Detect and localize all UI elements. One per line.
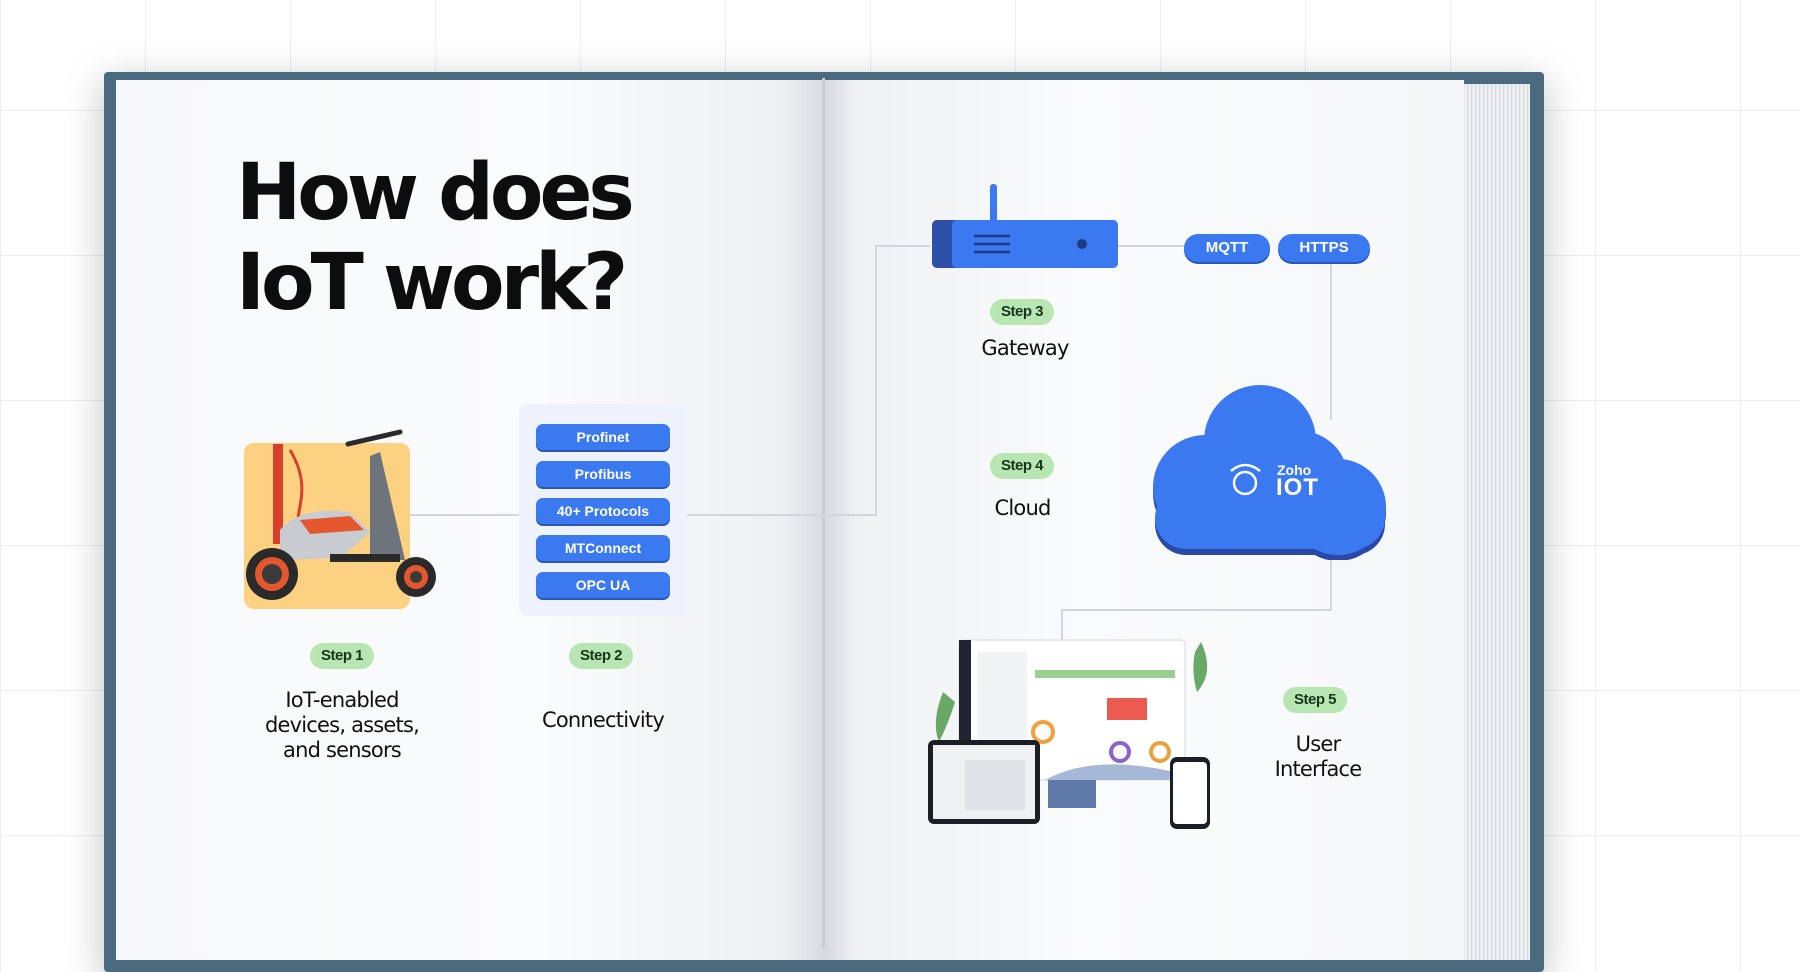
step-1-label-line: IoT-enabled (285, 688, 399, 712)
step-4-badge: Step 4 (990, 453, 1055, 479)
title-line-1: How does (236, 148, 635, 238)
protocol-https: HTTPS (1278, 234, 1370, 262)
protocol-mtconnect: MTConnect (536, 535, 670, 561)
page-title: How does IoT work? (236, 148, 635, 328)
title-line-2: IoT work? (236, 238, 628, 328)
step-5-badge: Step 5 (1283, 687, 1348, 713)
step-5-label-line: User (1295, 732, 1341, 756)
step-2-label: Connectivity (542, 708, 665, 732)
iot-brand-text: IOT (1276, 474, 1319, 501)
protocol-opc-ua: OPC UA (536, 572, 670, 598)
step-4-label: Cloud (994, 496, 1052, 520)
step-2-badge: Step 2 (569, 643, 634, 669)
protocol-profinet: Profinet (536, 424, 670, 450)
step-5-label-line: Interface (1274, 757, 1363, 781)
step-3-badge: Step 3 (990, 299, 1055, 325)
book-left-page (116, 80, 824, 960)
cloud-icon (1153, 385, 1386, 560)
flow-connector-lines (410, 245, 1332, 640)
connector-cloud-ui (1061, 555, 1332, 640)
zoho-brand-text: Zoho (1277, 462, 1312, 478)
protocol-mqtt: MQTT (1184, 234, 1270, 262)
step-1-label-line: and sensors (283, 738, 402, 762)
book-page-edges (1464, 84, 1530, 960)
gateway-router-icon (932, 184, 1118, 268)
scooter-icon (246, 429, 436, 600)
step-3-label: Gateway (981, 336, 1069, 360)
step-1-label: IoT-enabled devices, assets, and sensors (232, 688, 452, 763)
connector-step2-step3 (687, 245, 930, 516)
book-spine (822, 78, 825, 948)
step-5-label: User Interface (1238, 732, 1398, 782)
ui-devices-illustration (928, 639, 1210, 829)
protocol-profibus: Profibus (536, 461, 670, 487)
step-1-badge: Step 1 (310, 643, 375, 669)
step-1-label-line: devices, assets, (265, 713, 420, 737)
protocol-40-plus: 40+ Protocols (536, 498, 670, 524)
